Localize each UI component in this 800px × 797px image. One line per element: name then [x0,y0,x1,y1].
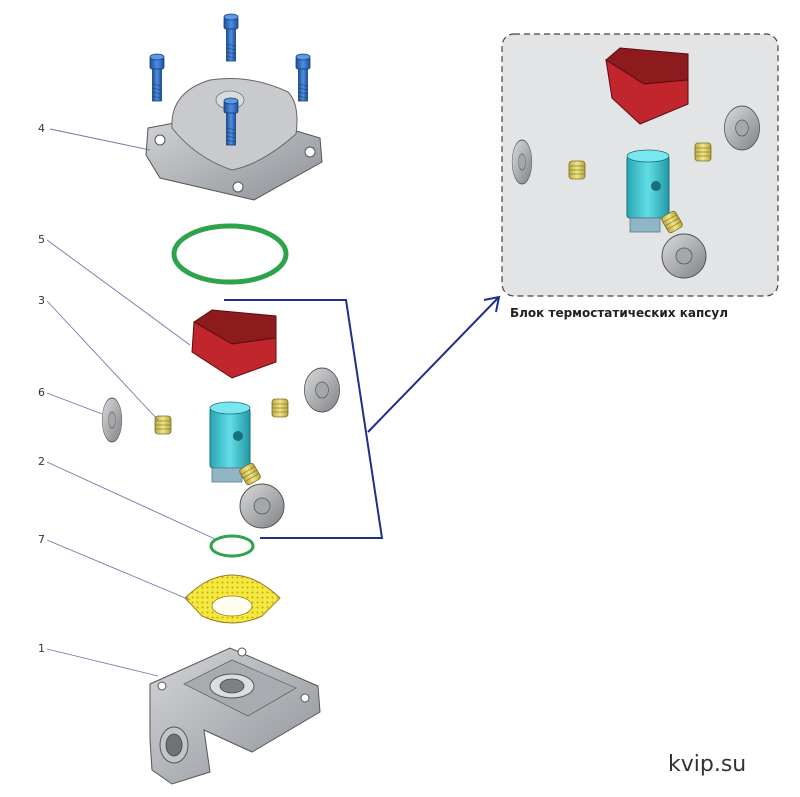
callout-3: 3 [38,294,45,307]
capsule-band-icon [191,309,277,379]
callout-5: 5 [38,233,45,246]
callout-4: 4 [38,122,45,135]
disc-icon [239,483,285,529]
valve-body-icon [626,149,670,233]
bolt-icon [223,13,239,62]
valve-body-icon [209,401,251,483]
cover-assembly [145,13,323,201]
inset-caption: Блок термостатических капсул [510,306,728,320]
disc-icon [511,139,533,185]
bolt-icon [295,53,311,102]
fitting-icon [271,398,289,418]
inset-panel [501,33,779,297]
fitting-icon [568,160,586,180]
bolt-icon [223,97,239,146]
fitting-icon [694,142,712,162]
disc-icon [723,105,761,151]
disc-icon [101,397,123,443]
disc-icon [661,233,707,279]
callout-7: 7 [38,533,45,546]
filter-cone-icon [184,574,281,624]
arrow-icon [224,295,501,539]
callout-1: 1 [38,642,45,655]
housing-icon [149,647,321,785]
leader-lines [46,128,216,677]
callout-6: 6 [38,386,45,399]
gasket-ring-icon [209,534,255,558]
disc-icon [303,367,341,413]
watermark: kvip.su [668,752,747,777]
callout-2: 2 [38,455,45,468]
bolt-icon [149,53,165,102]
capsule-band-icon [605,47,689,125]
gasket-ring-icon [171,223,289,285]
